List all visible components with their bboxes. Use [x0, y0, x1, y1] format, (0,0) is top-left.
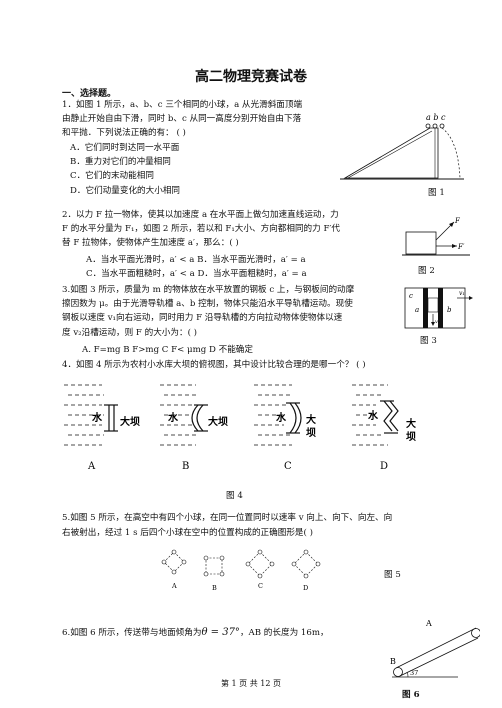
q2-options-cd: C．当水平面粗糙时，a′ < a D．当水平面粗糙时，a′ = a	[86, 269, 307, 279]
page-footer: 第 1 页 共 12 页	[221, 679, 281, 688]
label-f: F	[454, 217, 461, 225]
pulley-b	[393, 667, 403, 677]
figure-2-block: F F′	[402, 217, 470, 256]
belt-top	[395, 627, 477, 669]
pattern-letter-c: C	[258, 582, 263, 590]
dam-label-d-1: 大	[406, 417, 416, 430]
pattern-letter-d: D	[303, 584, 308, 592]
q5-line-2: 右被射出，经过 1 s 后四个小球在空中的位置构成的正确图形是( )	[62, 528, 313, 538]
projectile-path	[441, 127, 461, 179]
label-b: b	[447, 306, 452, 314]
label-b: B	[390, 657, 396, 666]
figure-4-dams: 水 大坝 A 水 大坝 B 水 大 坝 C	[64, 384, 416, 472]
q1-line-3: 和平抛．下列说法正确的有： ( )	[62, 128, 186, 138]
figure-2-caption: 图 2	[418, 266, 435, 276]
option-letter-b: B	[182, 461, 189, 472]
pattern-letter-b: B	[212, 584, 217, 592]
option-letter-d: D	[380, 461, 388, 472]
dam-option-c: 水 大 坝 C	[254, 384, 316, 472]
ball-pattern-b	[203, 555, 225, 577]
figure-4-caption: 图 4	[226, 491, 243, 501]
dam-option-a: 水 大坝 A	[64, 384, 140, 472]
q2-options-ab: A．当水平面光滑时，a′ < a B．当水平面光滑时，a′ = a	[86, 255, 306, 265]
water-label-c: 水	[275, 411, 287, 424]
q3-line-3: 钢板以速度 v₁向右运动，同时用力 F 沿导轨槽的方向拉动物体使物体以速	[62, 313, 343, 323]
dam-label-b: 大坝	[208, 415, 228, 428]
ball-pattern-d	[291, 549, 321, 579]
label-v1: v₁	[459, 290, 465, 297]
dam-option-d: 水 大 坝 D	[352, 384, 416, 472]
q4-line: 4．如图 4 所示为农村小水库大坝的俯视图，其中设计比较合理的是哪一个？ ( )	[62, 360, 366, 370]
figure-3-caption: 图 3	[420, 336, 437, 346]
q1-option-d: D．它们动量变化的大小相同	[70, 186, 181, 196]
option-letter-a: A	[87, 461, 96, 472]
water-label-a: 水	[91, 411, 103, 424]
incline	[343, 127, 439, 179]
q3-options: A. F=mg B F>mg C F< μmg D 不能确定	[82, 345, 253, 355]
section-heading: 一、选择题。	[62, 89, 117, 99]
ball-pattern-a	[161, 549, 187, 575]
ball-pattern-c	[245, 549, 275, 579]
q1-option-c: C．它们的末动能相同	[70, 171, 154, 181]
q2-line-2: F 的水平分量为 F₁，如图 2 所示，若以和 F₁大小、方向都相同的力 F′代	[62, 224, 340, 234]
belt-bottom	[399, 637, 479, 677]
pulley-a	[471, 628, 480, 638]
dam-label-d-2: 坝	[406, 430, 416, 443]
angle-label: 37	[410, 669, 418, 677]
label-f1: F′	[457, 243, 465, 251]
water-label-d: 水	[367, 409, 379, 422]
q3-line-4: 度 v₂沿槽运动，则 F 的大小为：( )	[62, 328, 198, 338]
label-v2: v₂	[435, 319, 440, 325]
q6-theta: θ = 37°	[201, 627, 240, 638]
q3-line-2: 擦因数为 μ。由于光滑导轨槽 a、b 控制，物体只能沿水平导轨槽运动。现使	[62, 299, 353, 309]
ball-a	[425, 123, 431, 129]
fig1-ball-labels: a b c	[426, 113, 446, 122]
label-a: A	[425, 619, 432, 628]
q2-line-1: 2．以力 F 拉一物体，使其以加速度 a 在水平面上做匀加速直线运动，力	[62, 210, 339, 220]
figure-1-caption: 图 1	[428, 188, 445, 198]
q3-line-1: 3.如图 3 所示，质量为 m 的物体放在水平放置的钢板 c 上，与钢板间的动摩	[62, 285, 355, 295]
rail-a	[423, 288, 428, 328]
dam-label-c-2: 坝	[306, 426, 316, 439]
q6-line: 6.如图 6 所示，传送带与地面倾角为θ = 37°，AB 的长度为 16m，	[62, 627, 329, 639]
q2-line-3: 替 F 拉物体，使物体产生加速度 a′，那么：( )	[62, 238, 239, 248]
q6-text-b: ，AB 的长度为 16m，	[239, 628, 329, 638]
dam-option-b: 水 大坝 B	[160, 384, 228, 472]
block	[405, 231, 437, 255]
label-c: c	[409, 292, 413, 300]
figure-3-rails: c a b v₁ v₂	[404, 287, 473, 329]
label-a: a	[415, 306, 419, 314]
figure-6-caption: 图 6	[402, 690, 420, 700]
figure-5-balls: A B C D	[161, 549, 321, 592]
water-label-b: 水	[167, 411, 179, 424]
q1-line-1: 1．如图 1 所示，a、b、c 三个相同的小球，a 从光滑斜面顶端	[62, 100, 303, 110]
q1-line-2: 由静止开始自由下滑，同时 b、c 从同一高度分别开始自由下落	[62, 114, 302, 124]
q6-text-a: 6.如图 6 所示，传送带与地面倾角为	[62, 628, 202, 638]
option-letter-c: C	[284, 461, 292, 472]
figure-5-caption: 图 5	[384, 570, 401, 580]
dam-label-c-1: 大	[306, 413, 316, 426]
pattern-letter-a: A	[171, 582, 177, 590]
rail-b	[438, 288, 443, 328]
figure-6-conveyor: A B 37	[390, 619, 480, 678]
page-title: 高二物理竞赛试卷	[195, 69, 307, 85]
q5-line-1: 5.如图 5 所示，在高空中有四个小球，在同一位置同时以速率 v 向上、向下、向…	[62, 513, 393, 523]
ball-b	[432, 123, 438, 129]
dam-label-a: 大坝	[120, 415, 140, 428]
q1-option-a: A．它们同时到达同一水平面	[70, 143, 180, 153]
q1-option-b: B．重力对它们的冲量相同	[70, 157, 171, 167]
object	[427, 297, 439, 313]
ball-c	[439, 123, 445, 129]
steel-plate	[404, 287, 466, 329]
figure-1-incline: a b c	[340, 113, 464, 180]
